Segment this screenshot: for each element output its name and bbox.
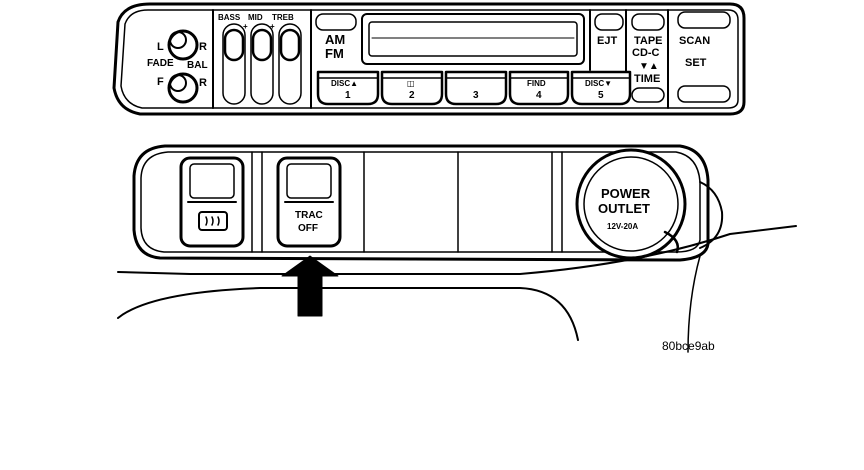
- off-label: OFF: [298, 223, 318, 234]
- radio-faceplate: [112, 2, 746, 116]
- outlet-rating-label: 12V-20A: [607, 222, 638, 231]
- preset-2-number: 2: [409, 90, 415, 101]
- trac-off-switch[interactable]: TRAC OFF: [276, 156, 342, 248]
- eq-plus-label-2: +: [270, 22, 275, 31]
- mid-slider[interactable]: [250, 23, 274, 105]
- eject-button[interactable]: [594, 13, 624, 31]
- eject-label: EJT: [597, 35, 617, 47]
- time-arrows-label: ▼▲: [639, 61, 659, 72]
- preset-button-2[interactable]: ◫ 2: [380, 70, 444, 106]
- tape-cd-button[interactable]: [631, 13, 665, 31]
- indicator-arrow: [281, 255, 339, 317]
- set-label: SET: [685, 57, 707, 69]
- scan-button[interactable]: [677, 11, 731, 29]
- tune-knob[interactable]: [167, 72, 199, 104]
- preset-5-top-label: DISC▼: [585, 79, 612, 88]
- preset-button-5[interactable]: DISC▼ 5: [570, 70, 632, 106]
- time-button[interactable]: [631, 87, 665, 103]
- preset-5-number: 5: [598, 90, 604, 101]
- fade-label: FADE: [147, 58, 174, 69]
- am-fm-button[interactable]: [315, 13, 357, 31]
- rear-label: R: [199, 77, 207, 89]
- treb-slider[interactable]: [278, 23, 302, 105]
- am-label: AM: [325, 32, 345, 47]
- power-label: POWER: [601, 186, 651, 201]
- trac-label: TRAC: [295, 210, 323, 221]
- console-contour: [117, 225, 797, 353]
- treb-label: TREB: [272, 13, 294, 22]
- bass-label: BASS: [218, 13, 241, 22]
- bal-label: BAL: [187, 60, 208, 71]
- preset-1-top-label: DISC▲: [331, 79, 358, 88]
- bass-slider[interactable]: [222, 23, 246, 105]
- fm-label: FM: [325, 46, 344, 61]
- cdc-label: CD-C: [632, 47, 660, 59]
- power-outlet[interactable]: POWER OUTLET 12V-20A: [575, 148, 687, 260]
- fader-right-label: R: [199, 41, 207, 53]
- fader-left-label: L: [157, 41, 164, 53]
- time-label: TIME: [634, 73, 660, 85]
- rear-defrost-switch[interactable]: [179, 156, 245, 248]
- preset-1-number: 1: [345, 90, 351, 101]
- preset-button-1[interactable]: DISC▲ 1: [316, 70, 380, 106]
- preset-button-3[interactable]: 3: [444, 70, 508, 106]
- preset-button-4[interactable]: FIND 4: [508, 70, 570, 106]
- scan-label: SCAN: [679, 35, 710, 47]
- preset-4-number: 4: [536, 90, 542, 101]
- eq-plus-label: +: [243, 22, 248, 31]
- mid-label: MID: [248, 13, 263, 22]
- front-label: F: [157, 76, 164, 88]
- outlet-label: OUTLET: [598, 201, 650, 216]
- reference-code: 80bce9ab: [662, 339, 715, 353]
- rear-defrost-icon: [198, 211, 228, 231]
- preset-buttons: DISC▲ 1 ◫ 2 3 FIND 4 DISC▼ 5: [316, 70, 632, 106]
- preset-4-top-label: FIND: [527, 79, 546, 88]
- preset-3-number: 3: [473, 90, 479, 101]
- radio-display: [361, 13, 585, 65]
- tape-label: TAPE: [634, 35, 663, 47]
- preset-2-top-label: ◫: [407, 79, 415, 88]
- set-button[interactable]: [677, 85, 731, 103]
- volume-knob[interactable]: [167, 29, 199, 61]
